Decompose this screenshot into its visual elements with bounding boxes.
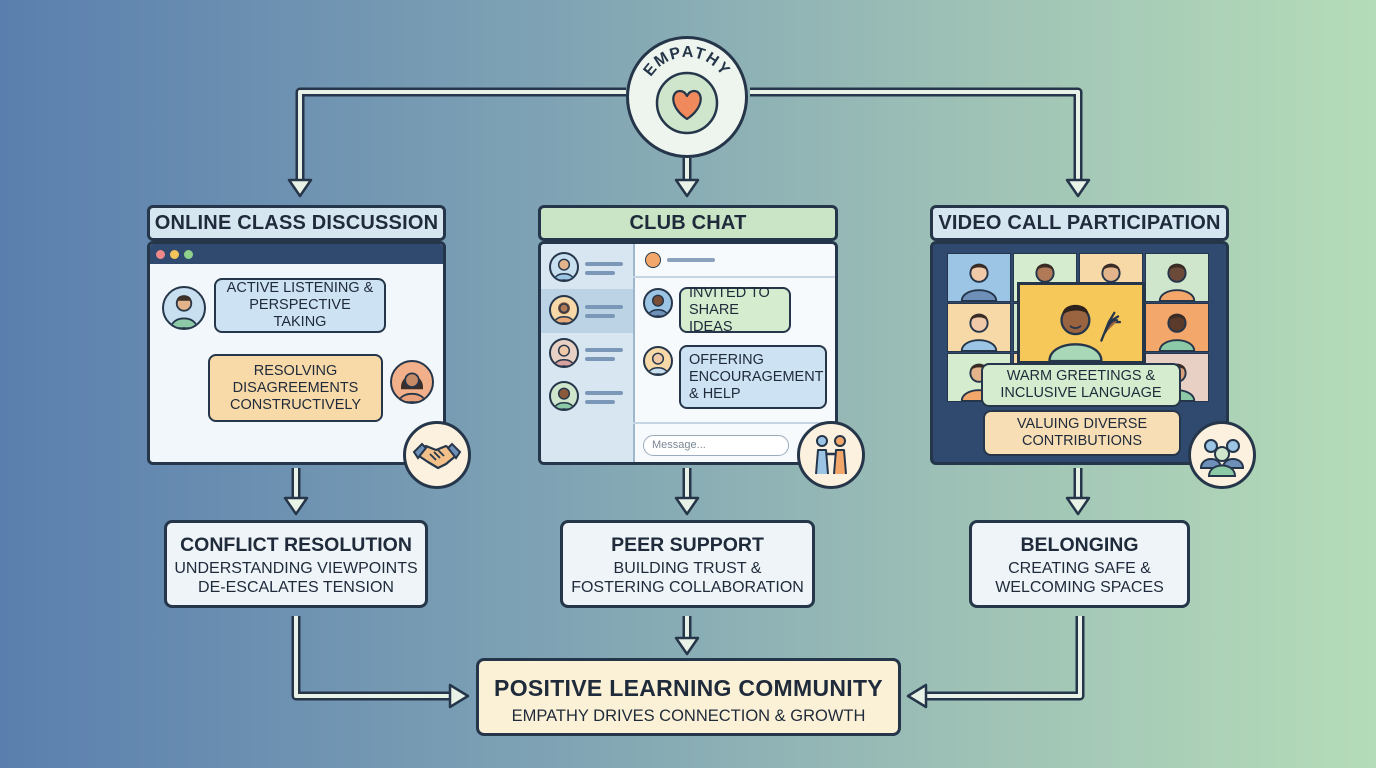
bubble-text: ACTIVE LISTENING & PERSPECTIVE TAKING [226, 280, 374, 330]
avatar [643, 346, 673, 376]
outcome-title: BELONGING [1020, 534, 1139, 556]
speaker-tile[interactable] [1017, 282, 1145, 364]
outcome-subtitle: CREATING SAFE & WELCOMING SPACES [995, 560, 1164, 596]
video-call-window: WARM GREETINGS & INCLUSIVE LANGUAGE VALU… [930, 241, 1229, 465]
avatar [390, 360, 434, 404]
chat-preview-line [585, 348, 623, 352]
window-dot-yellow[interactable] [170, 250, 179, 259]
waving-person [1048, 304, 1122, 361]
final-title: POSITIVE LEARNING COMMUNITY [494, 675, 883, 701]
participant-tile[interactable] [947, 253, 1011, 302]
avatar [162, 286, 206, 330]
message-placeholder: Message... [652, 439, 706, 451]
panel-title-text: VIDEO CALL PARTICIPATION [938, 212, 1221, 234]
window-title-bar [150, 244, 443, 264]
chat-header-line [667, 258, 715, 262]
chat-divider [633, 422, 835, 424]
chat-preview-line [585, 305, 623, 309]
panel-title-club-chat: CLUB CHAT [538, 205, 838, 241]
window-dot-green[interactable] [184, 250, 193, 259]
bubble-resolving-disagreements: RESOLVING DISAGREEMENTS CONSTRUCTIVELY [208, 354, 383, 422]
outcome-peer-support: PEER SUPPORT BUILDING TRUST & FOSTERING … [560, 520, 815, 608]
panel-title-text: ONLINE CLASS DISCUSSION [154, 212, 439, 234]
chat-header [633, 244, 835, 278]
outcome-conflict-resolution: CONFLICT RESOLUTION UNDERSTANDING VIEWPO… [164, 520, 428, 608]
chat-preview-line [585, 391, 623, 395]
bubble-text: VALUING DIVERSE CONTRIBUTIONS [1016, 416, 1148, 449]
arrowhead [1065, 496, 1091, 516]
outcome-belonging: BELONGING CREATING SAFE & WELCOMING SPAC… [969, 520, 1190, 608]
final-subtitle: EMPATHY DRIVES CONNECTION & GROWTH [511, 707, 866, 725]
bubble-offering-encouragement: OFFERING ENCOURAGEMENT & HELP [679, 345, 827, 409]
bubble-valuing-diverse: VALUING DIVERSE CONTRIBUTIONS [983, 410, 1181, 456]
chat-header-avatar [645, 252, 661, 268]
participant-tile[interactable] [947, 303, 1011, 352]
arrowhead [283, 496, 309, 516]
chat-preview-line [585, 271, 615, 275]
group-icon [1188, 421, 1256, 489]
bubble-text: INVITED TO SHARE IDEAS [689, 284, 770, 335]
chat-list-item[interactable] [541, 289, 633, 333]
bubble-active-listening: ACTIVE LISTENING & PERSPECTIVE TAKING [214, 278, 386, 333]
bubble-text: WARM GREETINGS & INCLUSIVE LANGUAGE [1000, 368, 1162, 401]
outcome-subtitle: UNDERSTANDING VIEWPOINTS DE-ESCALATES TE… [174, 560, 418, 596]
chat-list-item[interactable] [541, 246, 633, 290]
chat-sidebar [541, 244, 635, 462]
outcome-title: PEER SUPPORT [611, 534, 764, 556]
bubble-text: RESOLVING DISAGREEMENTS CONSTRUCTIVELY [229, 362, 362, 413]
window-dot-red[interactable] [156, 250, 165, 259]
avatar [643, 288, 673, 318]
avatar [549, 338, 579, 368]
outcome-subtitle: BUILDING TRUST & FOSTERING COLLABORATION [571, 560, 804, 596]
outcome-title: CONFLICT RESOLUTION [180, 534, 412, 556]
bubble-warm-greetings: WARM GREETINGS & INCLUSIVE LANGUAGE [981, 363, 1181, 407]
arrowhead [674, 178, 700, 198]
chat-list-item[interactable] [541, 332, 633, 376]
arrowhead [906, 683, 928, 709]
online-class-window: ACTIVE LISTENING & PERSPECTIVE TAKING RE… [147, 241, 446, 465]
club-chat-window: INVITED TO SHARE IDEAS OFFERING ENCOURAG… [538, 241, 838, 465]
avatar [549, 381, 579, 411]
panel-title-video-call: VIDEO CALL PARTICIPATION [930, 205, 1229, 241]
arrowhead [448, 683, 470, 709]
message-input[interactable]: Message... [643, 435, 789, 456]
participant-tile[interactable] [1145, 303, 1209, 352]
arrowhead [287, 178, 313, 198]
avatar [549, 252, 579, 282]
bubble-text: OFFERING ENCOURAGEMENT & HELP [689, 351, 824, 402]
bubble-invited-to-share: INVITED TO SHARE IDEAS [679, 284, 791, 335]
arrowhead [1065, 178, 1091, 198]
chat-preview-line [585, 314, 615, 318]
chat-preview-line [585, 357, 615, 361]
handshake-icon [403, 421, 471, 489]
chat-preview-line [585, 400, 615, 404]
empathy-badge: EMPATHY [626, 36, 748, 158]
chat-list-item[interactable] [541, 375, 633, 419]
participant-tile[interactable] [1145, 253, 1209, 302]
heart-icon [672, 89, 702, 121]
avatar [549, 295, 579, 325]
arrowhead [674, 496, 700, 516]
positive-learning-community-box: POSITIVE LEARNING COMMUNITY EMPATHY DRIV… [476, 658, 901, 736]
panel-title-online-class: ONLINE CLASS DISCUSSION [147, 205, 446, 241]
arrowhead [674, 636, 700, 656]
helping-people-icon [797, 421, 865, 489]
chat-preview-line [585, 262, 623, 266]
panel-title-text: CLUB CHAT [629, 212, 747, 234]
